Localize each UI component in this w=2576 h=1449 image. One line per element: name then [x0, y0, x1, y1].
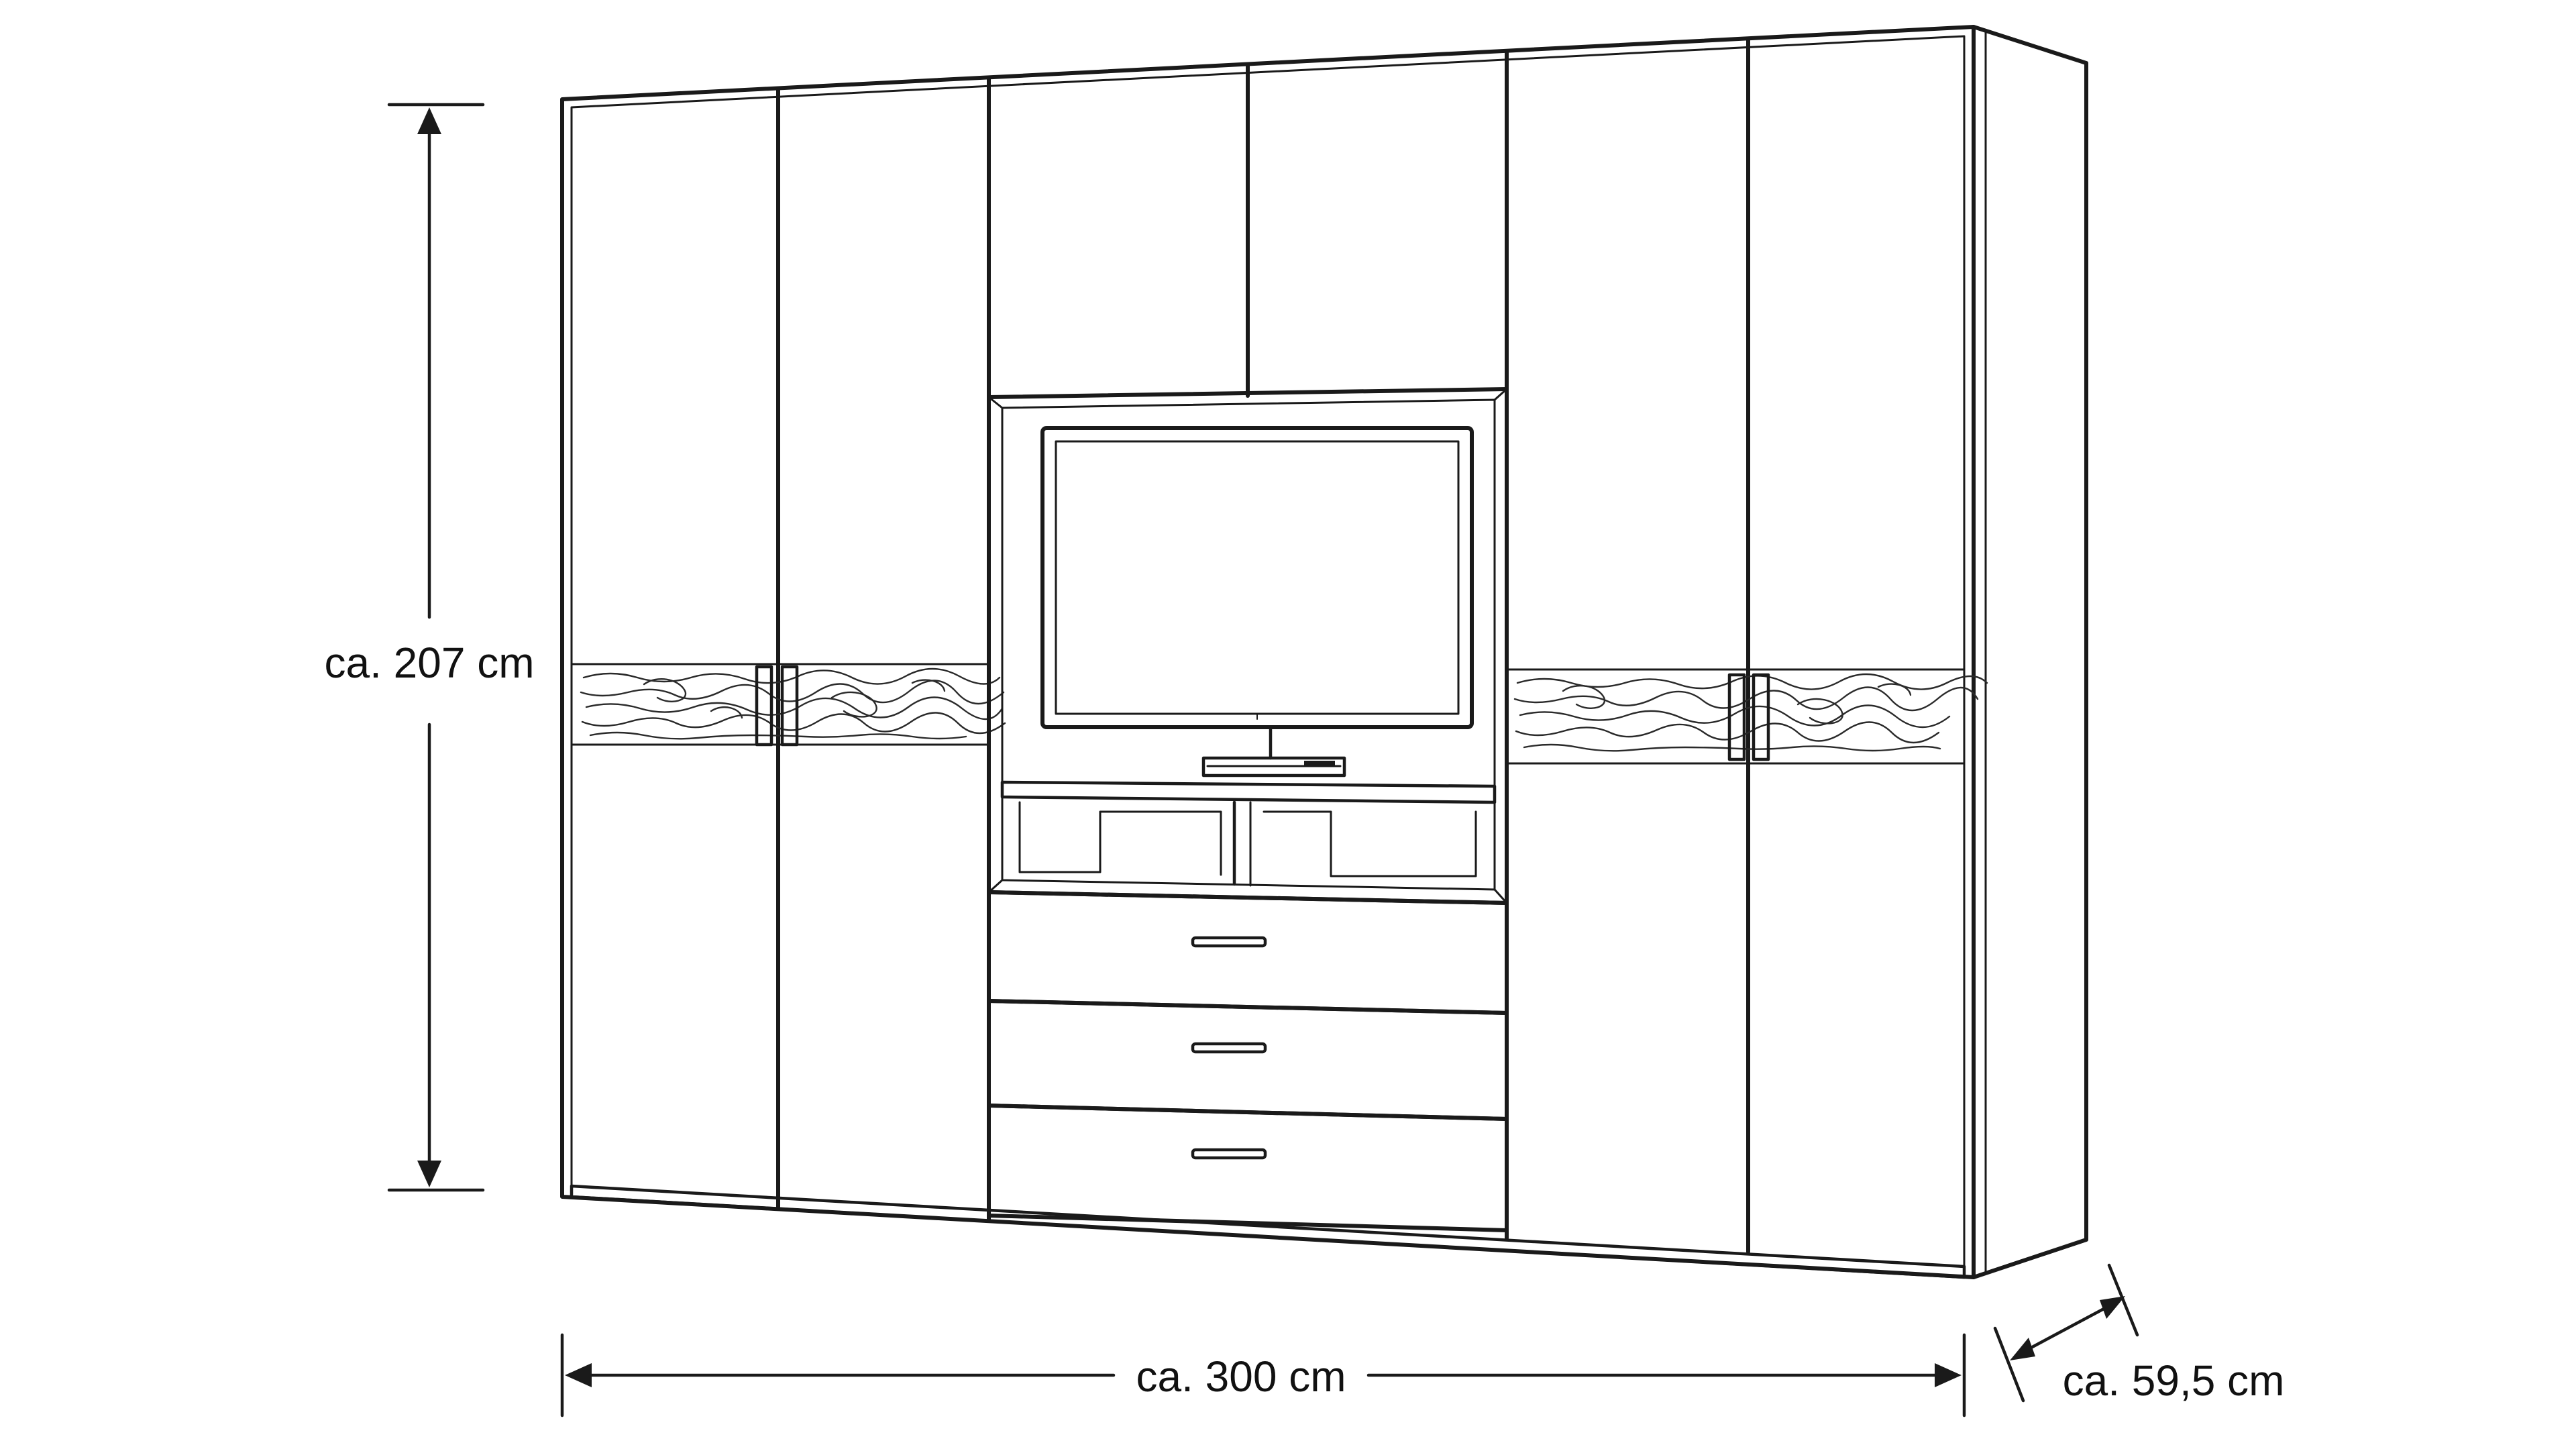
handle-right-a — [1727, 673, 1746, 761]
tv — [1040, 426, 1474, 777]
handle-left-b — [780, 665, 799, 747]
niche-inner — [1001, 398, 1496, 891]
handle-right-b — [1752, 673, 1770, 761]
tv-stand-base — [1201, 756, 1346, 777]
depth-arrow-right — [2100, 1296, 2125, 1319]
tv-shelf — [1000, 780, 1497, 804]
grain-band-left — [570, 663, 1006, 746]
drawer-middle — [987, 999, 1509, 1121]
drawer-top-handle — [1191, 936, 1267, 948]
width-dimension: ca. 300 cm — [560, 1333, 1966, 1417]
drawer-bottom-handle — [1191, 1148, 1267, 1160]
drawers — [987, 890, 1509, 1232]
height-dimension: ca. 207 cm — [324, 103, 535, 1192]
plinth — [570, 1184, 1966, 1279]
handle-left-a — [755, 665, 773, 747]
tv-niche — [987, 387, 1509, 905]
cabinet-front-outline — [560, 25, 1976, 1279]
depth-dimension: ca. 59,5 cm — [1993, 1263, 2285, 1405]
depth-label: ca. 59,5 cm — [2063, 1356, 2285, 1405]
cabinet-front-inner — [570, 35, 1966, 1268]
height-arrow-bottom — [417, 1161, 441, 1187]
drawer-top — [987, 890, 1509, 1015]
width-arrow-right — [1935, 1363, 1962, 1387]
depth-arrow-left — [2010, 1338, 2035, 1360]
tv-bezel — [1040, 426, 1474, 729]
niche-frame — [987, 387, 1509, 905]
height-label: ca. 207 cm — [324, 639, 534, 687]
height-arrow-top — [417, 107, 441, 134]
tv-screen — [1055, 440, 1460, 715]
drawer-middle-handle — [1191, 1042, 1267, 1054]
drawer-bottom — [987, 1104, 1509, 1232]
width-arrow-left — [565, 1363, 592, 1387]
door-handles — [755, 665, 1770, 761]
width-label: ca. 300 cm — [1136, 1352, 1346, 1401]
cabinet-side-panel — [1972, 25, 2088, 1279]
cabinet-body — [560, 25, 2088, 1279]
door-divisions — [776, 37, 1750, 1254]
